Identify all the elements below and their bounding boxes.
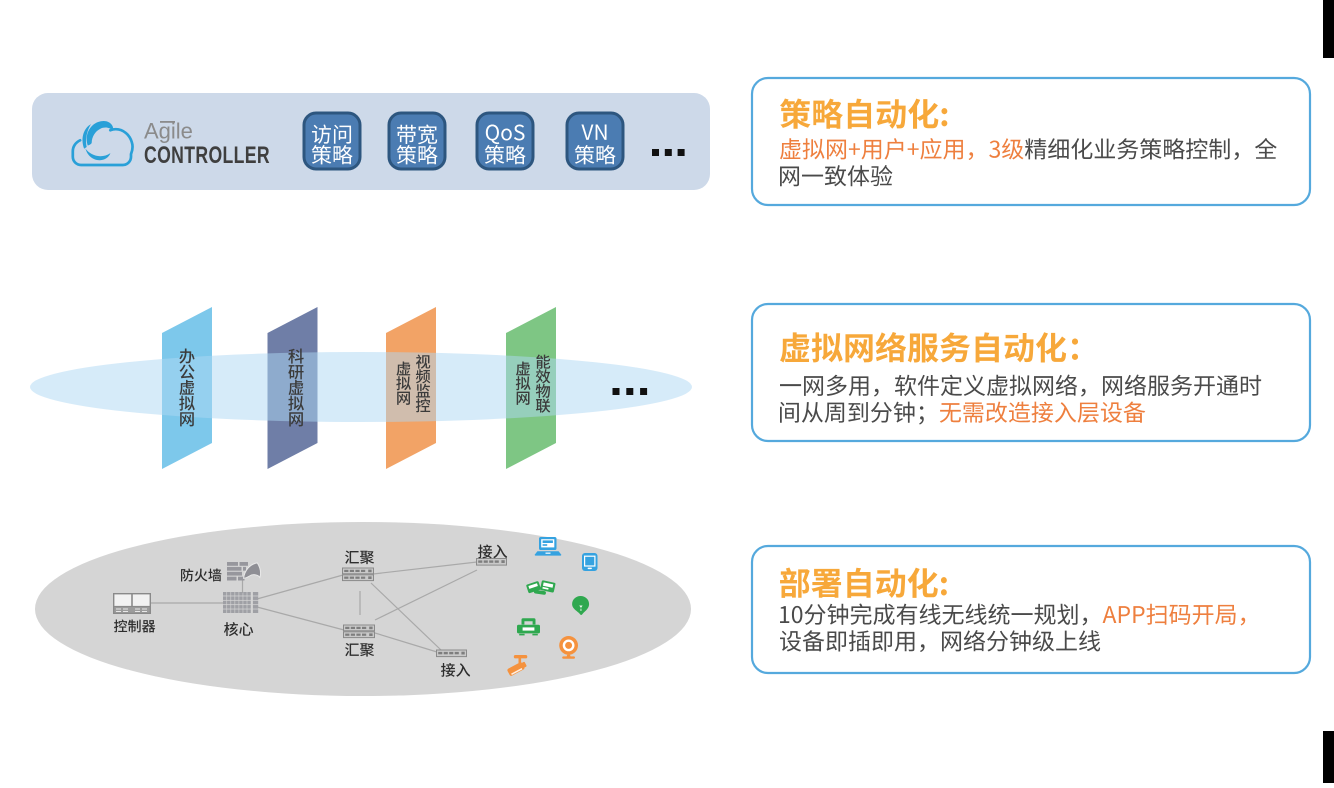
svg-text:CONTROLLER: CONTROLLER [144, 141, 270, 169]
